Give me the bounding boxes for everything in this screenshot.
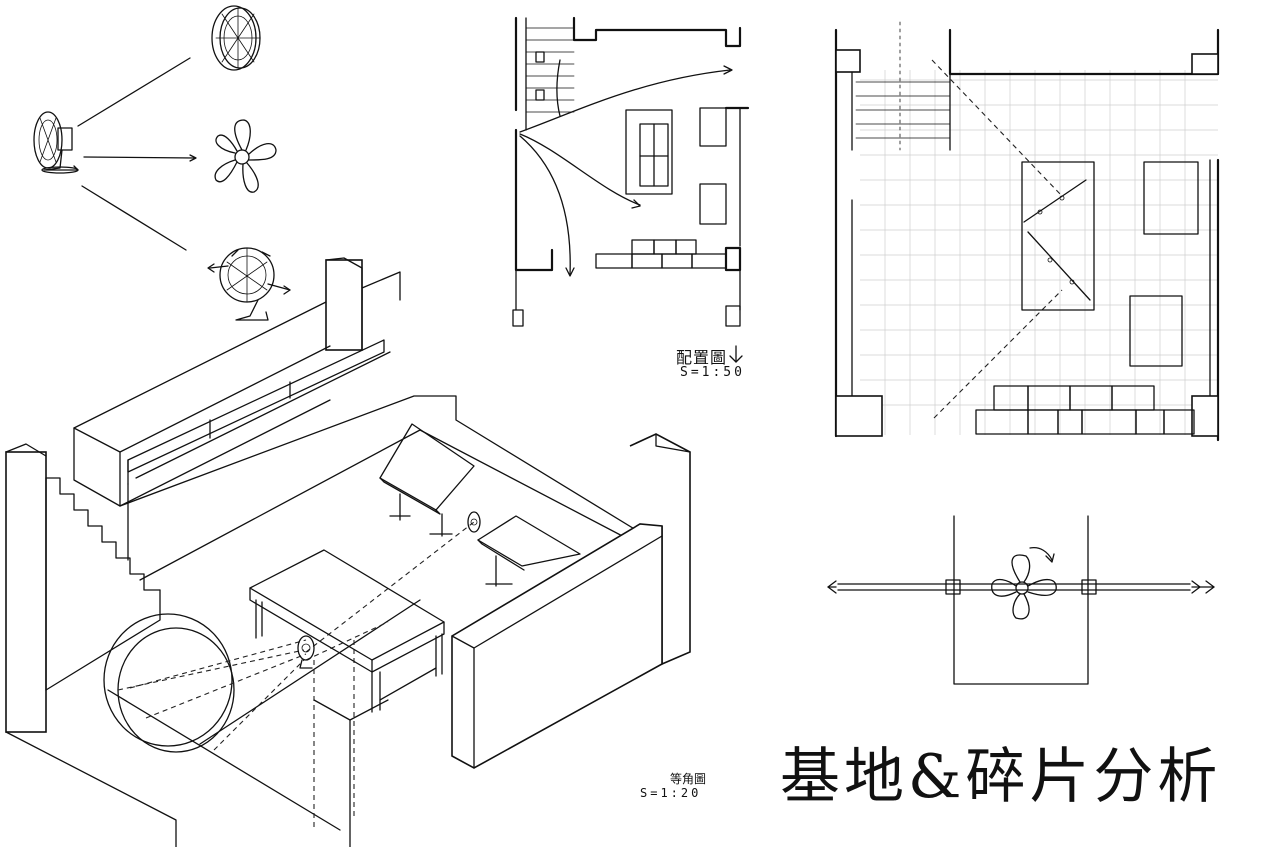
site-plan xyxy=(512,16,750,363)
fan-rotating-icon xyxy=(207,247,291,321)
fan-side-view-icon xyxy=(33,111,79,174)
fan-decomposition xyxy=(33,5,291,321)
page-title: 基地&碎片分析 xyxy=(780,742,1222,812)
table-drawing xyxy=(249,549,445,713)
brick-row xyxy=(975,385,1195,435)
isometric-scale: S=1:20 xyxy=(640,786,702,800)
fan-rail-detail xyxy=(827,515,1215,685)
fan-cage-icon xyxy=(211,5,261,71)
fan-icon xyxy=(467,511,481,533)
site-plan-name: 配置圖 xyxy=(676,348,728,367)
drafting-table xyxy=(379,423,475,537)
stair-lines xyxy=(45,477,161,691)
isometric-view xyxy=(5,257,691,847)
site-plan-scale: S=1:50 xyxy=(680,365,745,380)
floor-grid xyxy=(860,70,1218,435)
stair-lines xyxy=(855,21,951,151)
fan-blade-icon xyxy=(214,119,277,193)
drafting-table xyxy=(477,515,581,587)
stair-lines xyxy=(525,27,575,113)
grid-plan xyxy=(834,21,1220,442)
north-arrow-icon xyxy=(729,345,743,363)
isometric-name: 等角圖 xyxy=(670,772,707,786)
fan-blade-icon xyxy=(991,554,1057,620)
brick-row xyxy=(595,239,727,269)
fan-icon xyxy=(297,635,315,669)
